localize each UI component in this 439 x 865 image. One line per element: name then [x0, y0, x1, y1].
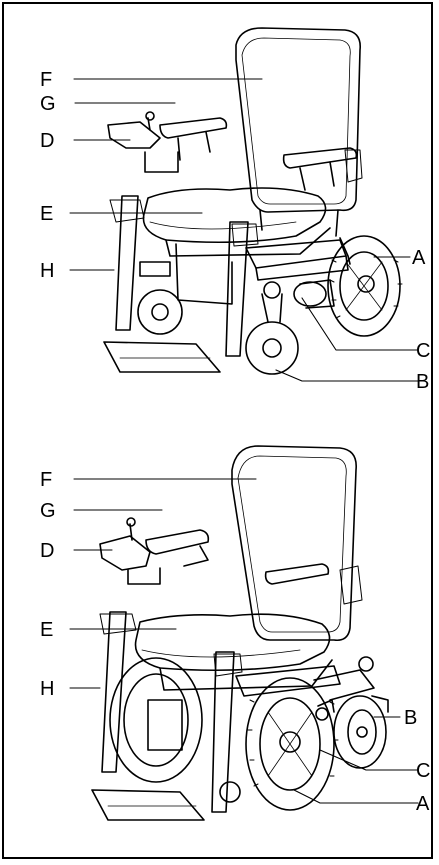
label-g-top: G	[40, 93, 56, 115]
diagram-frame	[2, 2, 433, 859]
label-a-top: A	[412, 247, 426, 269]
leader-lines	[69, 78, 419, 804]
label-a-bottom: A	[416, 793, 430, 815]
label-h-bottom: H	[40, 678, 55, 700]
label-d-bottom: D	[40, 540, 55, 562]
label-c-top: C	[416, 340, 431, 362]
label-b-bottom: B	[404, 707, 418, 729]
label-c-bottom: C	[416, 760, 431, 782]
wheelchair-bottom-drawing	[91, 445, 389, 821]
label-h-top: H	[40, 260, 55, 282]
label-g-bottom: G	[40, 500, 56, 522]
label-f-top: F	[40, 69, 53, 91]
label-f-bottom: F	[40, 469, 53, 491]
label-e-top: E	[40, 203, 54, 225]
label-e-bottom: E	[40, 619, 54, 641]
wheelchair-top-drawing	[103, 27, 403, 375]
label-d-top: D	[40, 130, 55, 152]
label-b-top: B	[416, 371, 430, 393]
